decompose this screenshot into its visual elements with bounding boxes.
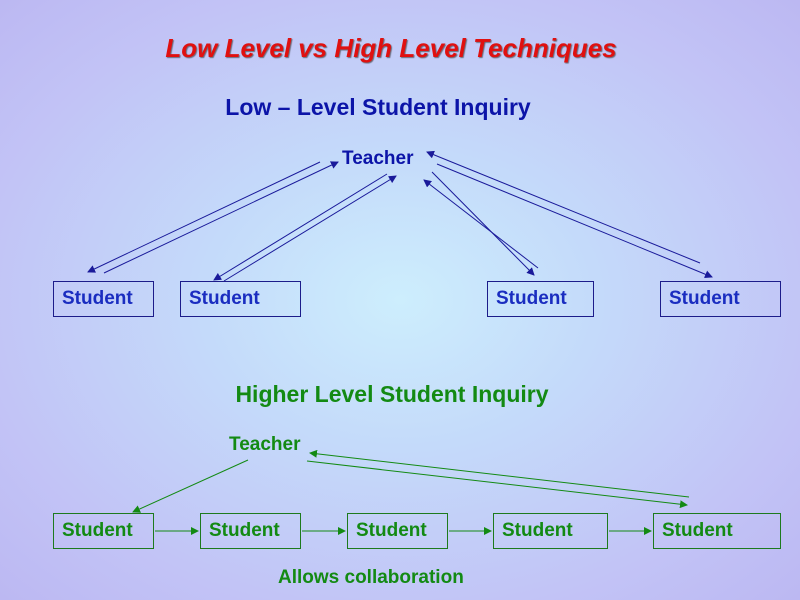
arrow-teacher-to-student-2 — [213, 173, 388, 281]
collaboration-note: Allows collaboration — [278, 567, 464, 588]
arrow-teacher-to-student-5 — [306, 460, 688, 509]
arrow-teacher-to-student-3 — [431, 171, 535, 276]
low-student-box-4: Student — [660, 281, 781, 317]
arrow-student-4-to-teacher — [426, 150, 701, 264]
low-student-box-1: Student — [53, 281, 154, 317]
slide-title: Low Level vs High Level Techniques — [165, 33, 617, 63]
high-student-box-4: Student — [493, 513, 608, 549]
low-student-box-2: Student — [180, 281, 301, 317]
high-student-box-5: Student — [653, 513, 781, 549]
arrow-student-2-to-teacher — [223, 175, 397, 282]
high-level-heading: Higher Level Student Inquiry — [235, 381, 549, 407]
low-level-heading: Low – Level Student Inquiry — [225, 94, 531, 120]
high-student-box-1: Student — [53, 513, 154, 549]
arrow-student-3-to-teacher — [423, 179, 539, 269]
high-student-box-2: Student — [200, 513, 301, 549]
low-teacher-node: Teacher — [342, 148, 414, 169]
arrow-student-1-to-teacher — [103, 161, 339, 274]
arrow-teacher-to-student-1 — [87, 161, 321, 273]
low-student-box-3: Student — [487, 281, 594, 317]
arrow-teacher-to-student-4 — [436, 163, 713, 279]
arrow-student-5-to-teacher — [309, 449, 690, 498]
arrow-high-teacher-to-student-1 — [132, 459, 249, 513]
high-student-box-3: Student — [347, 513, 448, 549]
high-teacher-node: Teacher — [229, 434, 301, 455]
